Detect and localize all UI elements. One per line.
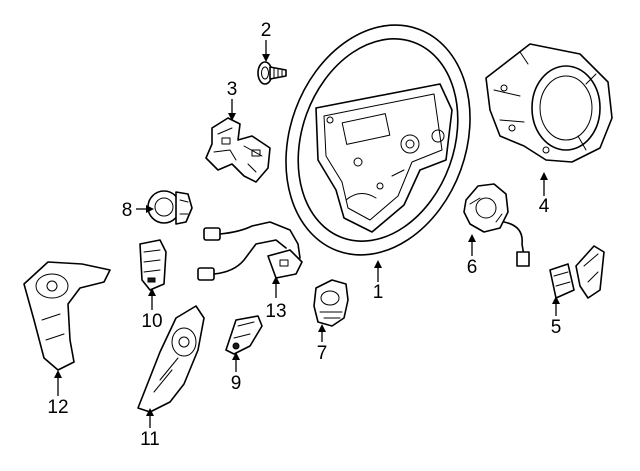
part-rotary-sensor (147, 190, 193, 225)
part-rear-cover (485, 43, 613, 163)
part-bolt (257, 61, 287, 85)
leader-lines (54, 40, 560, 428)
part-wire-harness (197, 221, 303, 281)
callout-3: 3 (227, 79, 238, 100)
callout-8: 8 (122, 200, 133, 221)
callout-6: 6 (467, 257, 478, 278)
callout-13: 13 (265, 301, 286, 322)
callout-7: 7 (317, 343, 328, 364)
callout-10: 10 (141, 311, 162, 332)
callout-1: 1 (373, 282, 384, 303)
callout-4: 4 (539, 196, 550, 217)
part-switch-bracket (205, 117, 271, 183)
part-side-cover (23, 261, 111, 371)
part-switch-assembly (139, 239, 167, 291)
part-steering-wheel (285, 24, 471, 256)
callout-12: 12 (47, 397, 68, 418)
part-clock-spring (463, 183, 530, 267)
callout-11: 11 (140, 429, 160, 450)
part-paddle-switch (549, 245, 605, 299)
callout-labels: 1 2 3 4 5 6 7 8 9 10 11 12 13 (47, 20, 561, 450)
callout-9: 9 (231, 373, 242, 394)
part-switch-module (313, 279, 349, 327)
callout-5: 5 (551, 317, 562, 338)
callout-2: 2 (261, 20, 272, 41)
part-lower-cover (137, 305, 205, 413)
part-small-switch (225, 315, 263, 355)
